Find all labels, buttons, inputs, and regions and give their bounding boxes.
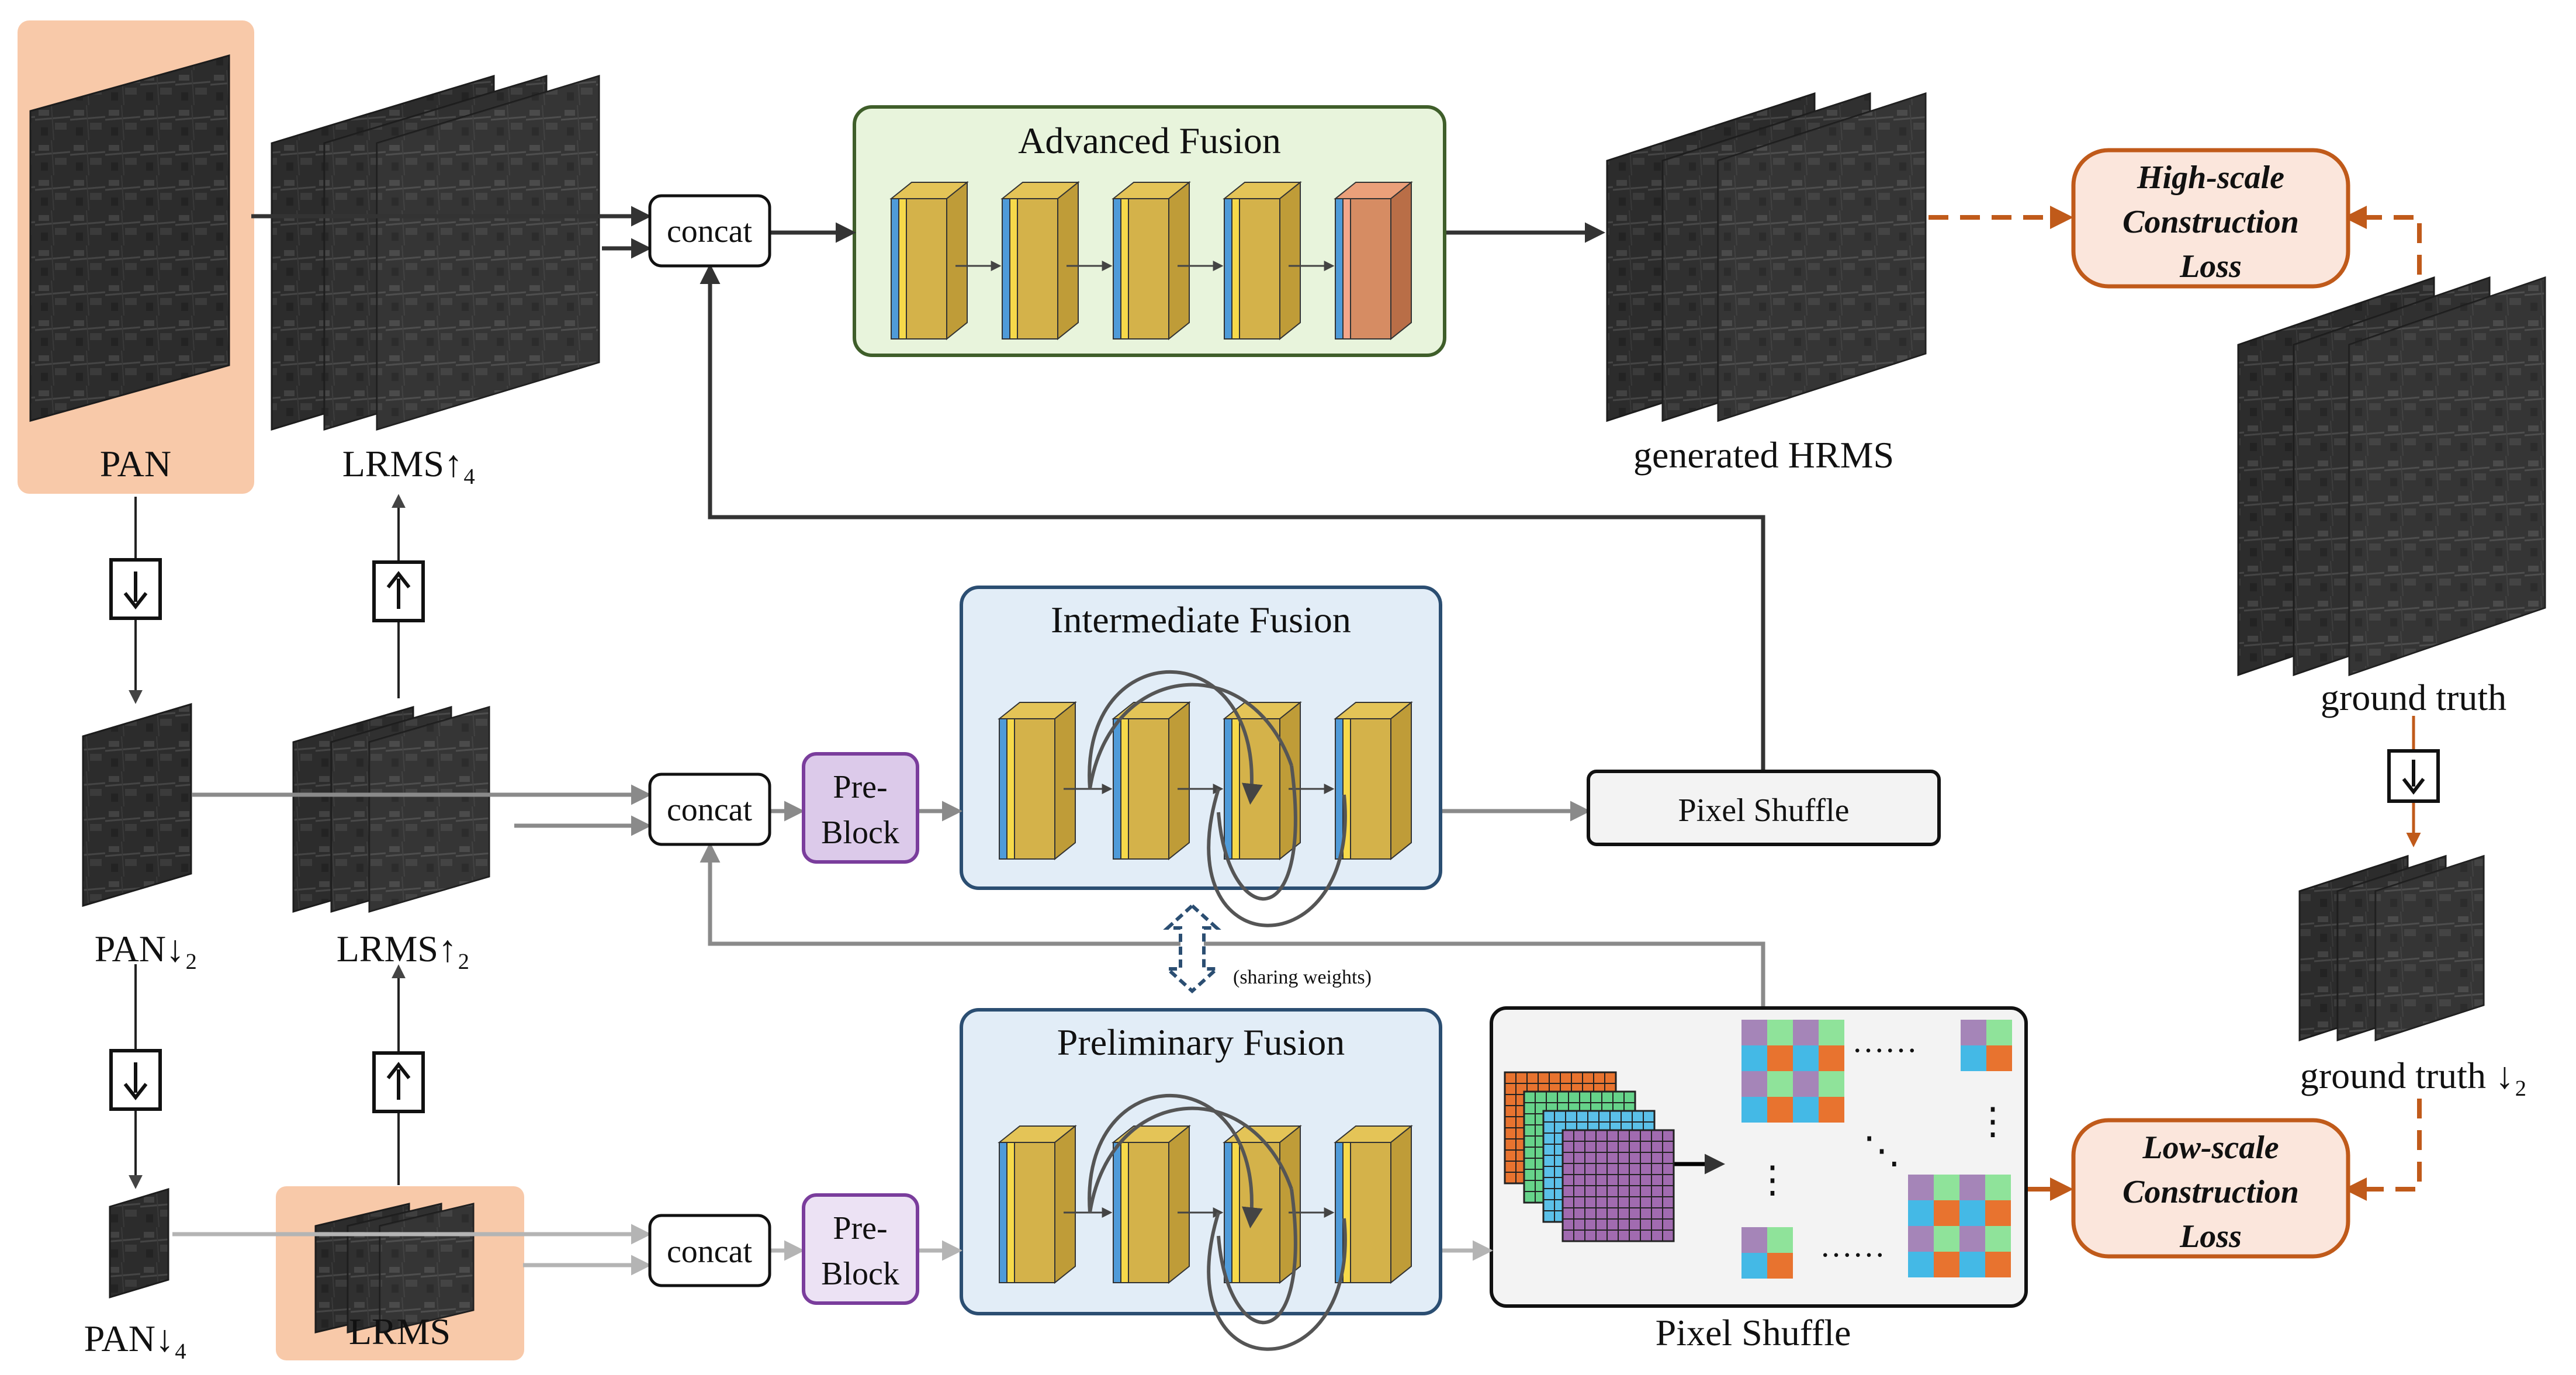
- ps-output-grid-top-right: [1961, 1020, 2012, 1071]
- pixel-shuffle-box-label: Pixel Shuffle: [1678, 792, 1850, 829]
- lrms-up4-stack: [271, 74, 600, 431]
- ground-truth-label: ground truth: [2321, 677, 2506, 718]
- lrms-up2-stack-layer: [368, 705, 490, 913]
- concat-box-bottom: [648, 1214, 771, 1287]
- lrms-up4-stack-layer: [376, 74, 600, 431]
- gt-to-high-loss-arrow: [2343, 206, 2422, 275]
- ps-dots-right: ⋮: [1974, 1100, 2011, 1142]
- conv-block: [1334, 701, 1413, 861]
- pre-block-mid-line2: Block: [821, 815, 899, 851]
- lrms-up2-stack: [292, 705, 490, 913]
- conv-block: [1334, 181, 1413, 341]
- conv-block: [1223, 1124, 1302, 1284]
- high-loss-line2: Construction: [2123, 204, 2299, 240]
- conv-block: [889, 181, 969, 341]
- ps-dots-bottom: ……: [1820, 1228, 1885, 1264]
- ground-truth-stack-layer: [2348, 276, 2546, 677]
- pan-down4-label: PAN↓₄: [84, 1318, 187, 1359]
- intermediate-fusion-title: Intermediate Fusion: [1051, 599, 1351, 640]
- low-scale-loss-box: [2071, 1118, 2350, 1259]
- gt-down2-to-low-loss-arrow: [2343, 1099, 2422, 1201]
- ps-dots-left: ⋮: [1754, 1159, 1791, 1200]
- pan-down2-image-layer: [82, 702, 192, 908]
- ps-output-grid-bottom-right: [1908, 1175, 2011, 1277]
- preliminary-fusion-module: [960, 1008, 1442, 1315]
- concat-label-mid: concat: [667, 792, 753, 828]
- conv-block: [1223, 181, 1302, 341]
- pre-block-mid-line1: Pre-: [833, 769, 887, 805]
- pre-block-bottom-line1: Pre-: [833, 1210, 887, 1246]
- pan-down4-image: [109, 1187, 169, 1299]
- pan-image-layer: [29, 54, 230, 422]
- advanced-fusion-title: Advanced Fusion: [1018, 120, 1281, 161]
- conv-block: [1112, 181, 1191, 341]
- conv-block: [998, 1124, 1077, 1284]
- pixel-shuffle-to-top-concat-arrow: [700, 264, 1765, 771]
- ps-input-grid: [1561, 1129, 1675, 1242]
- downsample-icon: [109, 558, 162, 620]
- generated-hrms-stack-layer: [1717, 92, 1927, 422]
- pan-down2-image: [82, 702, 192, 908]
- upsample-icon: [372, 1051, 425, 1113]
- pan-image: [29, 54, 230, 422]
- lrms-up2-label: LRMS↑₂: [337, 928, 470, 969]
- pixel-shuffle-bottom-label: Pixel Shuffle: [1656, 1312, 1851, 1353]
- lrms-up4-label: LRMS↑₄: [342, 443, 476, 484]
- ps-dots-diagonal: ⋱: [1863, 1130, 1900, 1171]
- pan-down2-label: PAN↓₂: [95, 928, 198, 969]
- sharing-weights-label: (sharing weights): [1233, 967, 1372, 988]
- generated-hrms-stack: [1606, 92, 1927, 422]
- pan-down4-image-layer: [109, 1187, 169, 1299]
- ground-truth-down2-label: ground truth ↓₂: [2300, 1055, 2527, 1096]
- downsample-icon: [109, 1049, 162, 1111]
- conv-block: [1334, 1124, 1413, 1284]
- generated-hrms-label: generated HRMS: [1633, 434, 1894, 476]
- ps-output-grid-bottom-left: [1741, 1227, 1793, 1279]
- concat-box-mid: [648, 773, 771, 846]
- ground-truth-down2-stack-layer: [2374, 854, 2485, 1042]
- conv-block: [1112, 1124, 1191, 1284]
- conv-block: [1223, 701, 1302, 861]
- high-scale-loss-box: [2071, 148, 2350, 289]
- low-loss-line1: Low-scale: [2142, 1130, 2279, 1166]
- ground-truth-stack: [2237, 276, 2546, 677]
- concat-box-top: [648, 194, 771, 268]
- low-loss-line3: Loss: [2179, 1218, 2242, 1255]
- pre-block-mid: [802, 752, 919, 864]
- concat-label-top: concat: [667, 213, 753, 250]
- pixel-shuffle-to-mid-concat-arrow: [700, 842, 1765, 1006]
- preliminary-fusion-title: Preliminary Fusion: [1057, 1021, 1345, 1063]
- pixel-shuffle-box: [1587, 770, 1941, 846]
- downsample-icon: [2387, 749, 2440, 803]
- lrms-label: LRMS: [349, 1311, 451, 1352]
- pan-label: PAN: [100, 443, 171, 484]
- low-loss-line2: Construction: [2123, 1174, 2299, 1210]
- intermediate-skip-connections: [1088, 670, 1347, 927]
- preliminary-skip-connections: [1088, 1094, 1347, 1351]
- conv-block: [1112, 701, 1191, 861]
- ps-dots-top: ……: [1852, 1023, 1917, 1059]
- sharing-weights-double-arrow: [1163, 903, 1221, 994]
- ps-output-grid-top-left: [1741, 1020, 1844, 1123]
- pre-block-bottom-line2: Block: [821, 1256, 899, 1292]
- pre-block-bottom: [802, 1193, 919, 1305]
- concat-label-bottom: concat: [667, 1234, 753, 1270]
- ground-truth-down2-stack: [2298, 854, 2485, 1042]
- intermediate-fusion-module: [960, 586, 1442, 890]
- conv-block: [1000, 181, 1080, 341]
- conv-block: [998, 701, 1077, 861]
- high-loss-line1: High-scale: [2137, 160, 2284, 196]
- upsample-icon: [372, 560, 425, 622]
- high-loss-line3: Loss: [2179, 248, 2242, 285]
